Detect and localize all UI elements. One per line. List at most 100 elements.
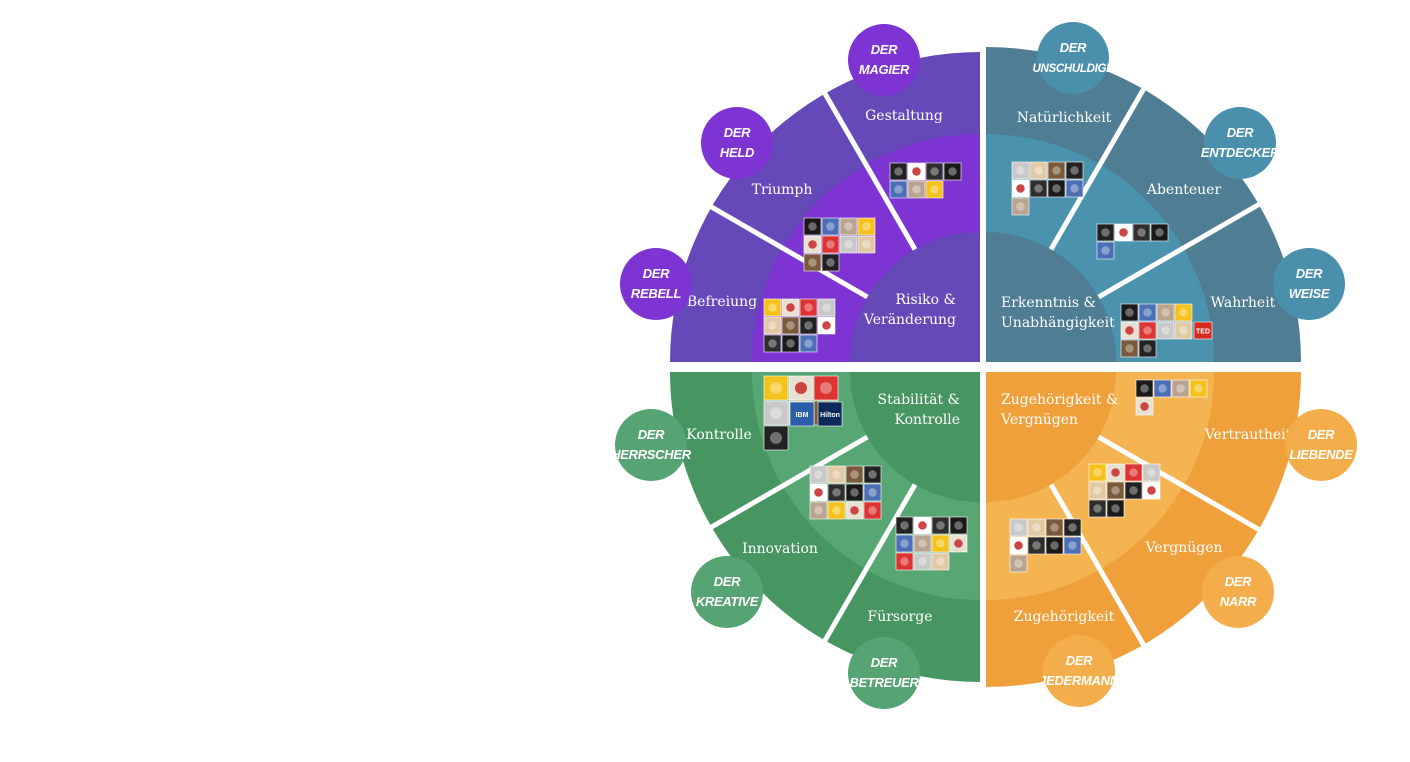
brand-logo-thumbnail <box>931 516 950 535</box>
core-label-line: Unabhängigkeit <box>1001 315 1115 331</box>
brand-logo-mark <box>1093 468 1102 477</box>
brand-logo-mark <box>1125 326 1134 335</box>
brand-logo-text: Hilton <box>820 412 840 419</box>
bl-core-label: Stabilität &Kontrolle <box>878 392 960 428</box>
brand-logo-thumbnail <box>1065 161 1084 180</box>
brand-logo-mark <box>822 303 831 312</box>
brand-logo-mark <box>1111 486 1120 495</box>
brand-logo-mark <box>804 339 813 348</box>
brand-logo-tile <box>1193 321 1213 340</box>
brand-logo-mark <box>826 258 835 267</box>
brand-logo-thumbnail <box>1174 303 1193 322</box>
brand-logo-mark <box>804 303 813 312</box>
brand-logo-mark <box>1161 308 1170 317</box>
brand-logo-thumbnail <box>895 516 914 535</box>
brand-logo-thumbnail <box>925 162 944 181</box>
brand-logo-thumbnail <box>1088 499 1107 518</box>
badge-label-line1: DER <box>643 266 670 281</box>
brand-logo-thumbnail <box>1047 179 1066 198</box>
bl-divider-2 <box>706 434 869 532</box>
brand-logo-thumbnail <box>1138 303 1157 322</box>
brand-logo-thumbnail <box>1120 339 1139 358</box>
badge-label-line1: DER <box>1225 574 1252 589</box>
tr-divider-1 <box>1048 84 1148 251</box>
brand-logo-thumbnail <box>1029 179 1048 198</box>
brand-logo-thumbnail <box>1088 481 1107 500</box>
badge-label-line1: DER <box>1066 653 1093 668</box>
brand-logo-thumbnail <box>1138 321 1157 340</box>
brand-logo-thumbnail <box>931 534 950 553</box>
brand-logo-mark <box>1194 384 1203 393</box>
br-ring-inner <box>986 372 1116 502</box>
brand-logo-mark <box>1068 541 1077 550</box>
brand-logo-mark <box>1016 202 1025 211</box>
badge-circle <box>615 409 687 481</box>
brand-logo-thumbnail <box>813 375 839 401</box>
brand-logo-mark <box>822 321 831 330</box>
brand-logo-thumbnail <box>763 375 789 401</box>
brand-logo-mark <box>1143 344 1152 353</box>
brand-logo-thumbnail <box>895 552 914 571</box>
logo-grid-weise <box>1120 303 1193 358</box>
logo-grid-held <box>803 217 876 272</box>
brand-logo-thumbnail <box>1045 518 1064 537</box>
badge-label-line2: HERRSCHER <box>611 447 692 462</box>
badge-layer: DERMAGIERDERHELDDERREBELLDERUNSCHULDIGED… <box>611 22 1357 709</box>
brand-logo-thumbnail <box>1029 161 1048 180</box>
theme-label-weise: Wahrheit <box>1211 295 1276 311</box>
badge-label-line1: DER <box>871 42 898 57</box>
divider-layer <box>706 84 1264 650</box>
theme-label-betreuer: Fürsorge <box>868 609 933 625</box>
theme-label-liebende: Vertrautheit <box>1204 427 1292 443</box>
logo-grid-unschuldige <box>1011 161 1084 216</box>
brand-logo-mark <box>948 167 957 176</box>
core-label-line: Veränderung <box>863 312 956 328</box>
brand-logo-tile <box>817 401 843 427</box>
brand-logo-thumbnail <box>1171 379 1190 398</box>
brand-logo-thumbnail <box>863 465 882 484</box>
brand-logo-mark <box>894 185 903 194</box>
brand-logo-mark <box>808 258 817 267</box>
brand-logo-mark <box>850 506 859 515</box>
brand-logo-mark <box>918 539 927 548</box>
brand-logo-mark <box>868 506 877 515</box>
badge-circle <box>1037 22 1109 94</box>
brand-logo-thumbnail <box>827 501 846 520</box>
logo-grid-kreative <box>809 465 882 520</box>
brand-logo-thumbnail <box>1063 536 1082 555</box>
brand-logo-mark <box>900 539 909 548</box>
brand-logo-thumbnail <box>1063 518 1082 537</box>
badge-label-line1: DER <box>714 574 741 589</box>
badge-circle <box>1043 635 1115 707</box>
logo-grid-liebende <box>1135 379 1208 416</box>
logo-grid-rebell <box>763 298 836 353</box>
brand-logo-mark <box>1140 402 1149 411</box>
brand-logo-mark <box>1125 308 1134 317</box>
brand-logo-mark <box>1143 308 1152 317</box>
brand-logo-text: IBM <box>796 412 809 419</box>
brand-logo-thumbnail <box>788 375 814 401</box>
brand-logo-thumbnail <box>845 465 864 484</box>
brand-logo-thumbnail <box>1096 223 1115 242</box>
brand-logo-mark <box>1014 541 1023 550</box>
brand-logo-mark <box>1125 344 1134 353</box>
brand-logo-mark <box>1014 523 1023 532</box>
logo-grid-entdecker <box>1096 223 1169 260</box>
brand-logo-mark <box>850 470 859 479</box>
brand-logo-mark <box>1147 486 1156 495</box>
brand-logo-thumbnail <box>931 552 950 571</box>
tl-divider-2 <box>820 88 918 251</box>
brand-logo-mark <box>1032 541 1041 550</box>
core-label-line: Vergnügen <box>1000 412 1078 428</box>
badge-label-line1: DER <box>871 655 898 670</box>
brand-logo-mark <box>1050 541 1059 550</box>
badge-circle <box>848 24 920 96</box>
badge-label-line2: KREATIVE <box>696 594 759 609</box>
brand-logo-thumbnail <box>1011 197 1030 216</box>
